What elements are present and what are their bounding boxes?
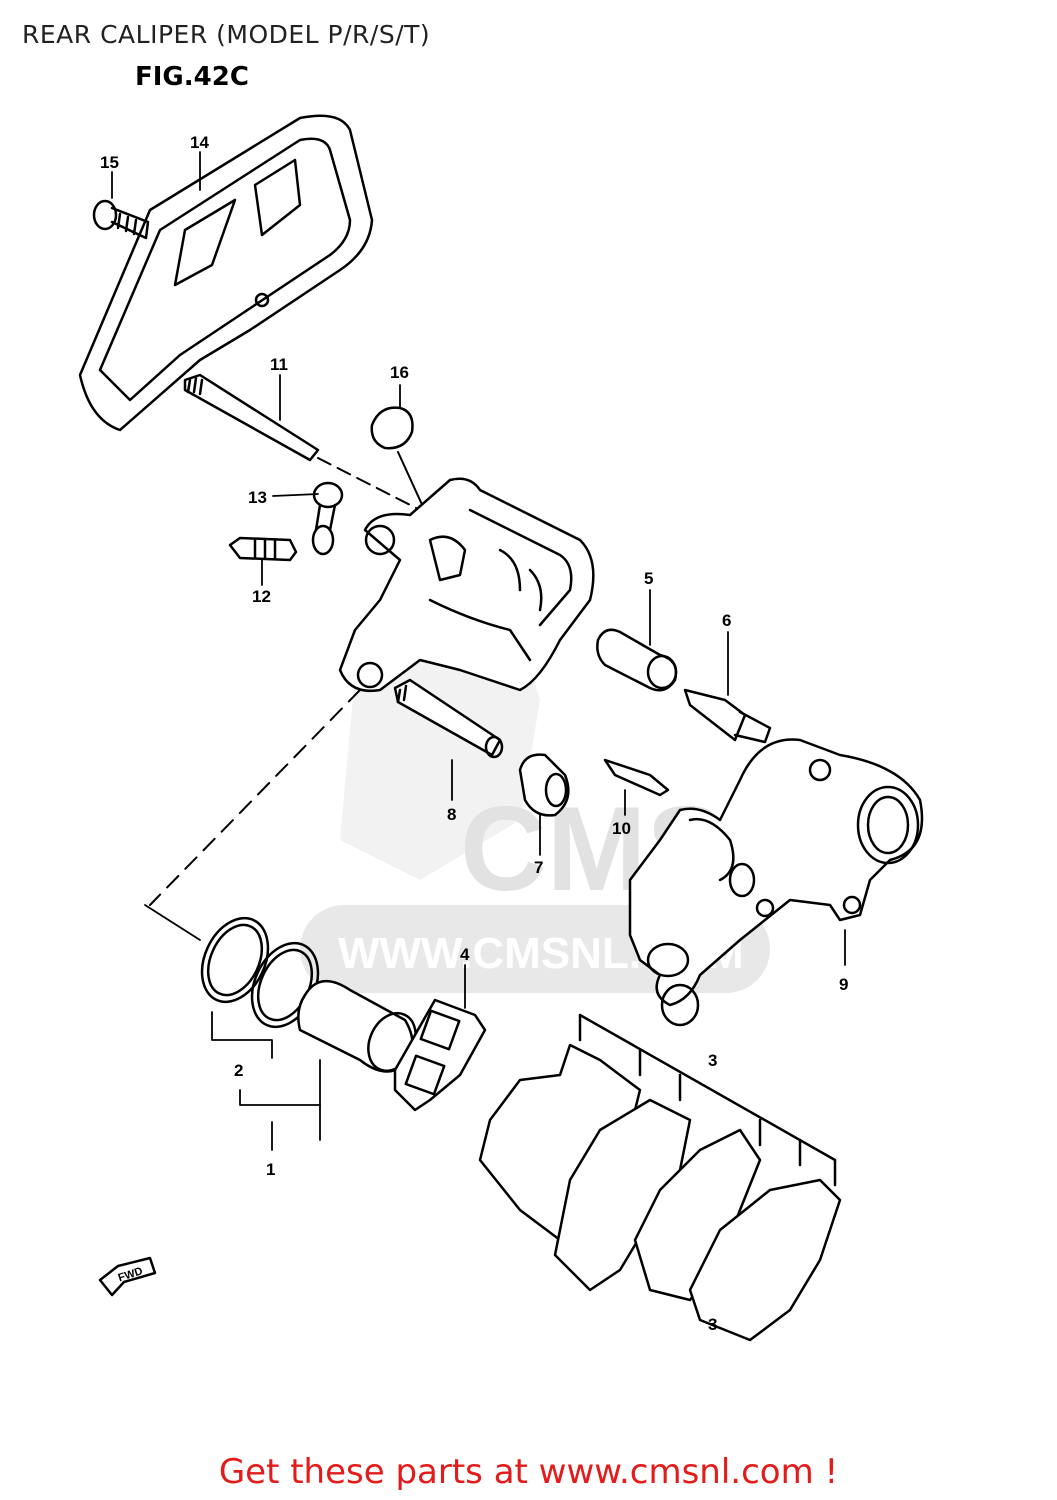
guide-part — [311, 481, 344, 556]
page-title: REAR CALIPER (MODEL P/R/S/T) — [22, 20, 431, 49]
label-9: 9 — [839, 975, 848, 994]
label-4: 4 — [460, 945, 470, 964]
parts-diagram: CMS WWW.CMSNL.COM — [78, 114, 924, 1342]
label-3-bottom: 3 — [708, 1315, 717, 1334]
label-16: 16 — [390, 363, 409, 382]
label-1: 1 — [266, 1160, 275, 1179]
label-12: 12 — [252, 587, 271, 606]
caliper-body-part — [338, 477, 595, 693]
label-11: 11 — [270, 355, 288, 374]
bracket-part — [628, 738, 924, 1027]
spring-part — [603, 758, 670, 816]
label-5: 5 — [644, 569, 653, 588]
sleeve-part — [596, 589, 678, 692]
label-14: 14 — [190, 133, 209, 152]
figure-number: FIG.42C — [135, 62, 249, 92]
cta-link[interactable]: Get these parts at www.cmsnl.com ! — [218, 1452, 839, 1492]
label-6: 6 — [722, 611, 731, 630]
fwd-arrow-icon — [98, 1256, 157, 1297]
slide-pin-part — [393, 678, 504, 801]
pin-bolt-part — [683, 631, 772, 744]
label-13: 13 — [248, 488, 267, 507]
label-3-top: 3 — [708, 1051, 717, 1070]
label-2: 2 — [234, 1061, 243, 1080]
bolt-part — [92, 199, 150, 240]
label-8: 8 — [447, 805, 456, 824]
brake-pads-part — [478, 1013, 842, 1342]
boot-part — [518, 753, 570, 856]
label-7: 7 — [534, 858, 543, 877]
bleed-valve-part — [228, 536, 298, 562]
label-10: 10 — [612, 819, 631, 838]
shim-part — [393, 964, 487, 1112]
caliper-guard-part — [78, 114, 374, 432]
label-15: 15 — [100, 153, 119, 172]
leader-lines — [111, 151, 401, 1151]
caliper-pin-part — [183, 373, 320, 462]
